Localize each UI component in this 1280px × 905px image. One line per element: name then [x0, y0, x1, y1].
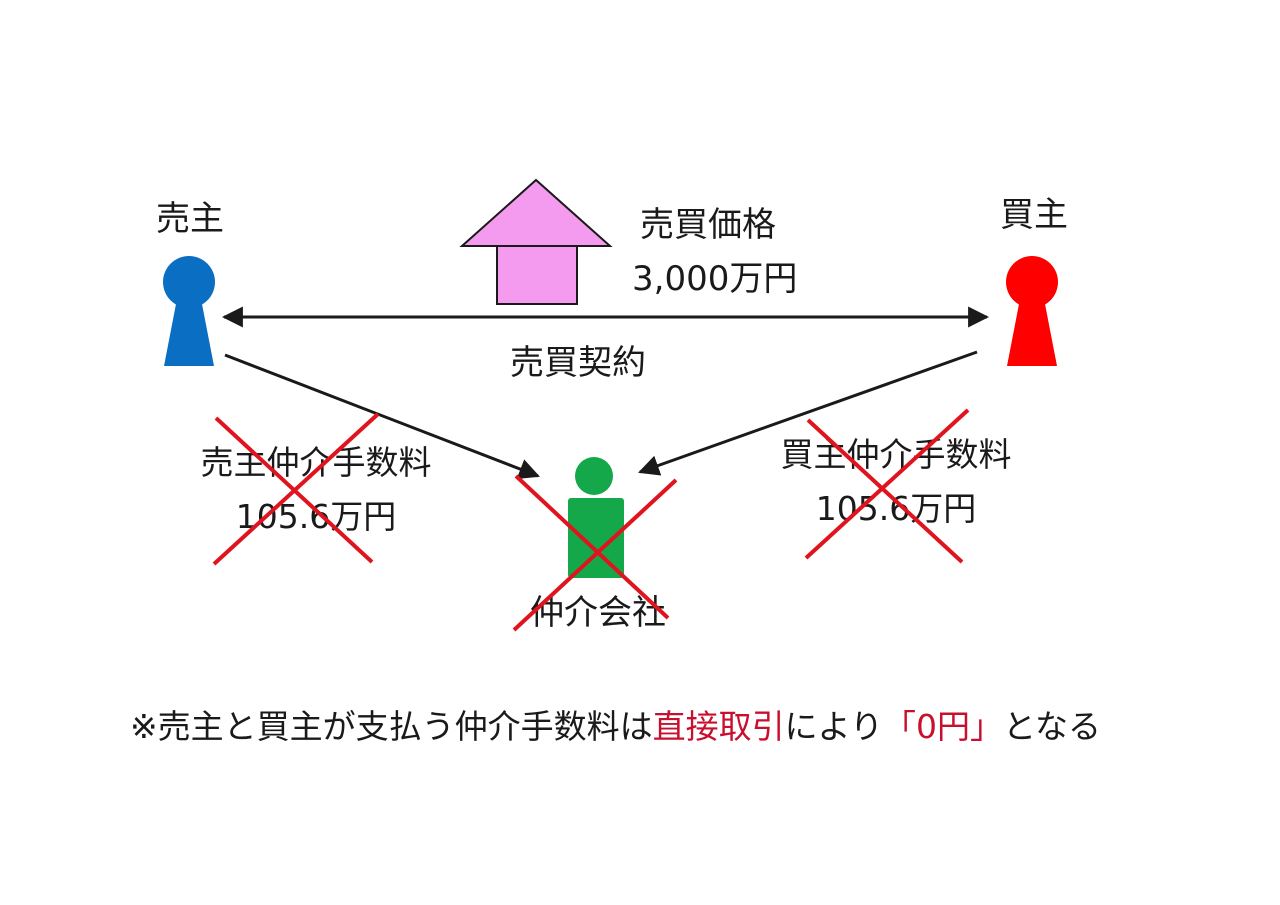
seller-label: 売主	[156, 199, 224, 239]
seller-person-icon	[163, 256, 215, 366]
seller-fee-cross-mark	[212, 412, 380, 566]
broker-label: 仲介会社	[530, 593, 666, 633]
contract-label: 売買契約	[510, 343, 646, 383]
footnote-highlight-direct: 直接取引	[652, 707, 785, 746]
footnote-prefix: ※売主と買主が支払う仲介手数料は	[130, 707, 653, 746]
footnote: ※売主と買主が支払う仲介手数料は直接取引により「0円」となる	[130, 710, 1101, 743]
buyer-to-broker-arrow	[638, 350, 978, 476]
buyer-person-icon	[1006, 256, 1058, 366]
buyer-fee-label: 買主仲介手数料	[780, 435, 1012, 474]
footnote-suffix: となる	[1003, 707, 1102, 746]
price-amount: 3,000万円	[632, 259, 798, 299]
footnote-highlight-zero: 「0円」	[883, 707, 1003, 746]
price-label: 売買価格	[640, 205, 776, 245]
broker-cross-mark	[512, 474, 678, 632]
seller-to-broker-arrow	[224, 353, 540, 479]
buyer-label: 買主	[1000, 195, 1068, 235]
footnote-middle: により	[784, 707, 883, 746]
seller-fee-amount: 105.6万円	[235, 497, 397, 536]
buyer-fee-amount: 105.6万円	[815, 489, 977, 528]
broker-person-icon	[568, 457, 624, 578]
seller-fee-label: 売主仲介手数料	[200, 443, 432, 482]
house-icon	[459, 178, 613, 305]
buyer-fee-cross-mark	[804, 408, 970, 564]
